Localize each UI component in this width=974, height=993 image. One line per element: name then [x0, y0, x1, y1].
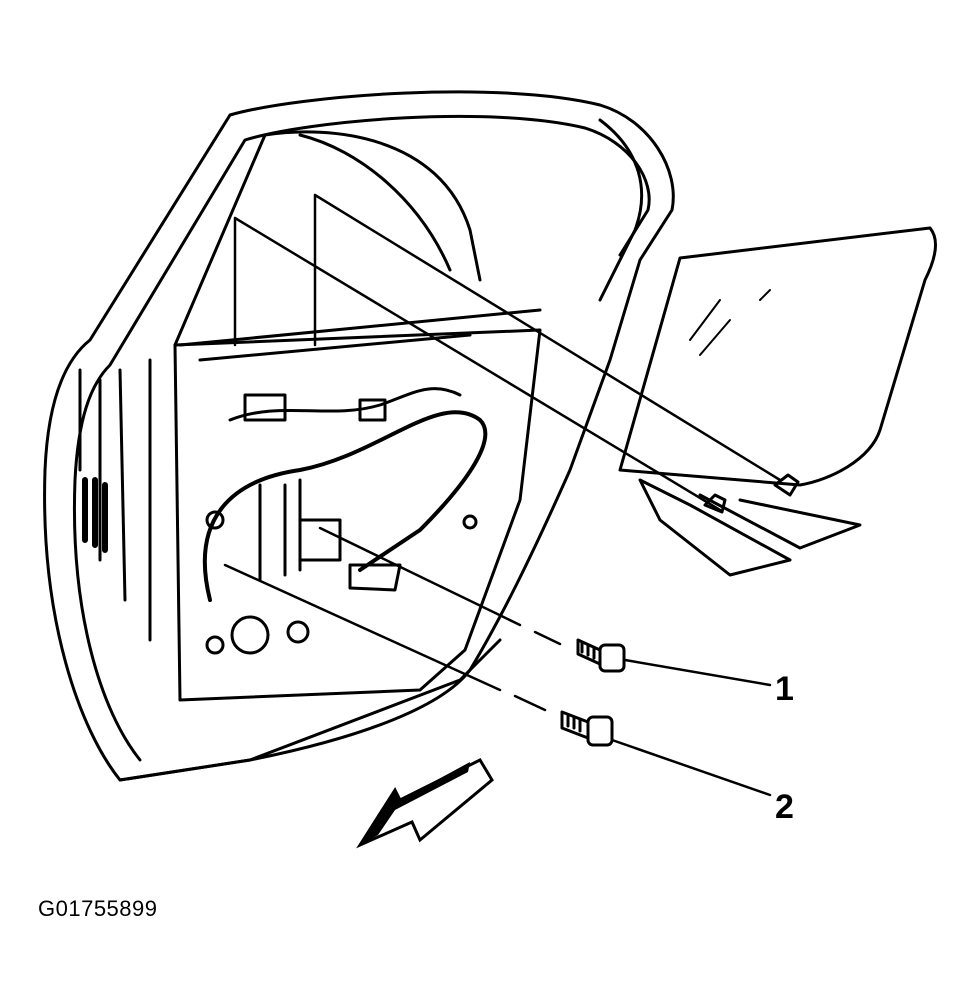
guide-line-2: [313, 193, 782, 482]
window-glass: [618, 226, 937, 487]
bolt-2-leader: [223, 563, 547, 712]
door-inner-frame: [72, 114, 651, 762]
front-pillar: [78, 358, 152, 642]
bracket: [298, 518, 342, 562]
belt-line: [178, 308, 542, 362]
callout-2-label: 2: [775, 788, 794, 826]
motor-2: [286, 620, 310, 644]
hinge-hatch: [82, 477, 108, 553]
wiring-harness-2: [228, 387, 462, 422]
window-channel: [598, 118, 643, 302]
connector-1: [243, 393, 287, 422]
window-opening: [173, 130, 482, 347]
bolt-1-icon: [576, 638, 626, 673]
clip-1: [205, 510, 225, 530]
direction-arrow-icon: [356, 758, 494, 849]
clip-3: [205, 635, 225, 655]
door-bottom: [118, 638, 502, 782]
figure-id: G01755899: [38, 896, 158, 921]
glass-bracket-2: [698, 493, 862, 550]
callout-1-label: 1: [775, 670, 794, 708]
bolt-1-leader: [318, 526, 562, 646]
glass-reflection: [689, 289, 771, 356]
callout-1-line: [623, 658, 772, 687]
wiring-harness: [202, 410, 488, 602]
lower-cutout: [348, 563, 402, 592]
motor: [230, 615, 270, 655]
glass-clip-1: [703, 493, 727, 514]
connector-2: [358, 398, 387, 422]
regulator-tracks: [258, 478, 302, 582]
clip-2: [462, 514, 478, 530]
bolt-2-icon: [560, 710, 614, 747]
callout-2-line: [610, 738, 772, 797]
glass-clip-2: [773, 473, 800, 497]
glass-bracket-1: [638, 478, 792, 577]
inner-panel: [173, 328, 542, 702]
door-outer-frame: [43, 90, 675, 782]
